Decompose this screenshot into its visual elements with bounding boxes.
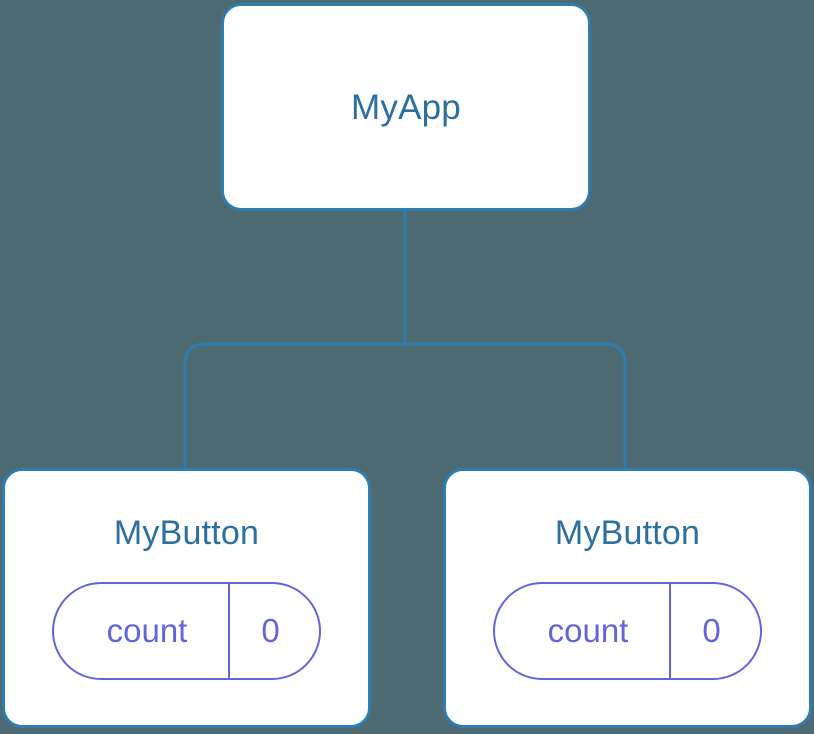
state-pill-2-key: count bbox=[547, 612, 629, 649]
state-pill-1[interactable]: count 0 bbox=[52, 582, 321, 680]
state-pill-1-key: count bbox=[106, 612, 188, 649]
state-pill-2-value: 0 bbox=[702, 612, 721, 649]
node-myapp-label: MyApp bbox=[351, 87, 461, 127]
node-mybutton-2[interactable]: MyButton count 0 bbox=[443, 468, 812, 728]
state-pill-1-divider bbox=[228, 584, 230, 678]
node-mybutton-1[interactable]: MyButton count 0 bbox=[2, 468, 371, 728]
state-pill-2-divider bbox=[669, 584, 671, 678]
edge-root-to-child-left bbox=[183, 342, 405, 470]
node-myapp[interactable]: MyApp bbox=[221, 3, 591, 211]
state-pill-1-value: 0 bbox=[261, 612, 280, 649]
state-pill-2[interactable]: count 0 bbox=[493, 582, 762, 680]
edge-root-to-child-right bbox=[405, 342, 627, 470]
node-mybutton-1-label: MyButton bbox=[113, 514, 260, 552]
node-mybutton-2-label: MyButton bbox=[554, 514, 701, 552]
